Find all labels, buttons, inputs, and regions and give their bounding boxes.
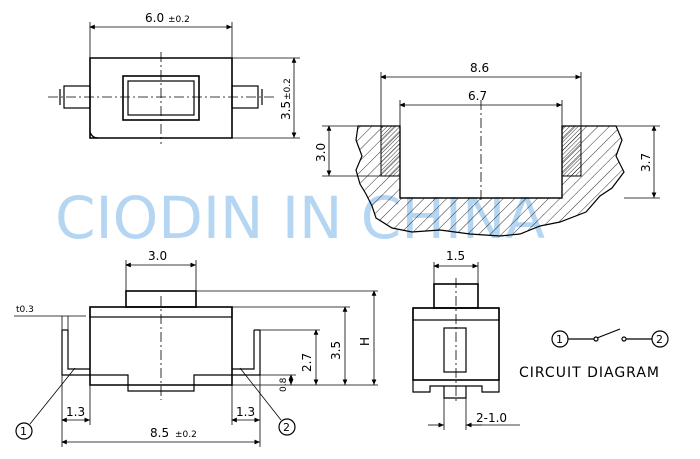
- section-inner-width: 6.7: [468, 89, 487, 103]
- top-height-label: 3.5: [279, 101, 293, 120]
- section-left-height: 3.0: [314, 143, 328, 162]
- section-view: 8.6 6.7 3.0 3.7: [314, 61, 660, 237]
- pin2-marker: [278, 418, 296, 436]
- front-total-tol: ±0.2: [175, 430, 197, 440]
- front-right-offset: 1.3: [236, 405, 255, 419]
- front-lead-thickness: t0.3: [16, 305, 34, 315]
- front-height-h: H: [358, 337, 372, 346]
- circuit-pin2-label: 2: [656, 333, 663, 346]
- top-height-tol: ±0.2: [283, 78, 293, 100]
- circuit-pin2-marker: [651, 330, 669, 348]
- front-height-2-7: 2.7: [300, 353, 314, 372]
- top-width-tol: ±0.2: [168, 15, 190, 25]
- front-left-offset: 1.3: [66, 405, 85, 419]
- side-view: 1.5 2-1.0: [412, 249, 520, 430]
- pin2-label: 2: [283, 421, 290, 434]
- side-actuator-width: 1.5: [446, 249, 465, 263]
- circuit-diagram: 1 2 CIRCUIT DIAGRAM: [519, 328, 669, 381]
- side-lead-label: 2-1.0: [476, 411, 507, 425]
- front-view: 3.0 t0.3 8.5 ±0.2 1.3 1.3 0.8 2.7: [14, 249, 378, 447]
- section-right-height: 3.7: [639, 153, 653, 172]
- section-outer-width: 8.6: [470, 61, 489, 75]
- top-view: 6.0 ±0.2 3.5 ±0.2: [48, 11, 300, 144]
- front-total-width: 8.5: [150, 426, 169, 440]
- front-actuator-width: 3.0: [148, 249, 167, 263]
- front-height-3-5: 3.5: [329, 341, 343, 360]
- circuit-pin1-label: 1: [556, 333, 563, 346]
- top-width-label: 6.0: [145, 11, 164, 25]
- front-height-0-8: 0.8: [279, 377, 289, 392]
- pin1-marker: [15, 422, 33, 440]
- switch-contact: [596, 328, 621, 339]
- circuit-caption: CIRCUIT DIAGRAM: [519, 365, 660, 381]
- pin1-label: 1: [20, 425, 27, 438]
